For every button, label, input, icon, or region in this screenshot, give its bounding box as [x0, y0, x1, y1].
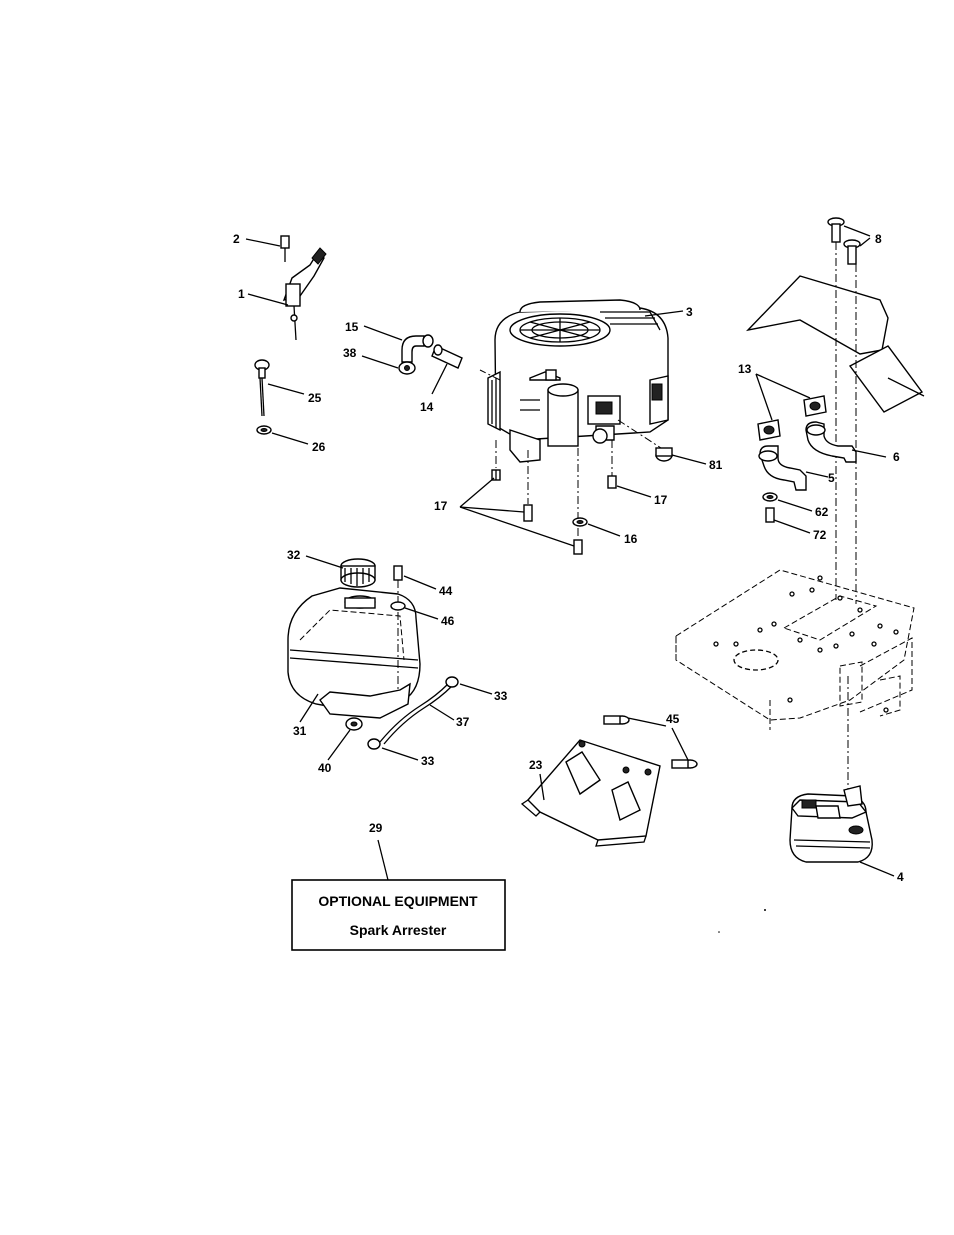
callout-8: 8: [875, 232, 882, 246]
dipstick-washer: [257, 426, 271, 434]
washer-62: [763, 493, 777, 501]
callout-3: 3: [686, 305, 693, 319]
dipstick: [255, 360, 269, 416]
optional-equipment-box: [292, 880, 505, 950]
chassis-frame: [676, 570, 914, 790]
exhaust-pipe-5: [759, 446, 806, 490]
callout-46: 46: [441, 614, 455, 628]
tank-washer-46: [391, 602, 405, 610]
engine-fitting-81: [656, 448, 672, 461]
callout-6: 6: [893, 450, 900, 464]
callout-44: 44: [439, 584, 453, 598]
callout-31: 31: [293, 724, 307, 738]
washer-16: [573, 518, 587, 526]
shield-bolts: [828, 218, 860, 264]
callout-5: 5: [828, 471, 835, 485]
callout-1: 1: [238, 287, 245, 301]
optional-equipment-item: Spark Arrester: [350, 922, 447, 938]
mounting-bolts: [492, 440, 616, 554]
callout-2: 2: [233, 232, 240, 246]
callout-15: 15: [345, 320, 359, 334]
fuel-cap: [341, 559, 375, 587]
callout-25: 25: [308, 391, 322, 405]
callout-17-right: 17: [654, 493, 668, 507]
callout-33-upper: 33: [494, 689, 508, 703]
muffler: [790, 786, 872, 862]
throttle-control-assembly: [281, 236, 326, 340]
clamp-33-lower: [368, 739, 380, 749]
callout-62: 62: [815, 505, 829, 519]
callout-13: 13: [738, 362, 752, 376]
callout-33-lower: 33: [421, 754, 435, 768]
optional-equipment-title: OPTIONAL EQUIPMENT: [318, 893, 478, 909]
callout-32: 32: [287, 548, 301, 562]
callout-81: 81: [709, 458, 723, 472]
callout-45: 45: [666, 712, 680, 726]
bolt-72: [766, 508, 774, 522]
callout-29: 29: [369, 821, 383, 835]
clamp-33-upper: [446, 677, 458, 687]
callout-23: 23: [529, 758, 543, 772]
fuel-elbow-fitting: [399, 335, 433, 374]
callout-17-left: 17: [434, 499, 448, 513]
callout-14: 14: [420, 400, 434, 414]
callout-4: 4: [897, 870, 904, 884]
callout-26: 26: [312, 440, 326, 454]
callout-40: 40: [318, 761, 332, 775]
callout-16: 16: [624, 532, 638, 546]
callout-37: 37: [456, 715, 470, 729]
exhaust-pipe-6: [806, 422, 856, 462]
callout-72: 72: [813, 528, 827, 542]
callout-38: 38: [343, 346, 357, 360]
engine: [488, 300, 668, 462]
grommet-40: [346, 718, 362, 730]
